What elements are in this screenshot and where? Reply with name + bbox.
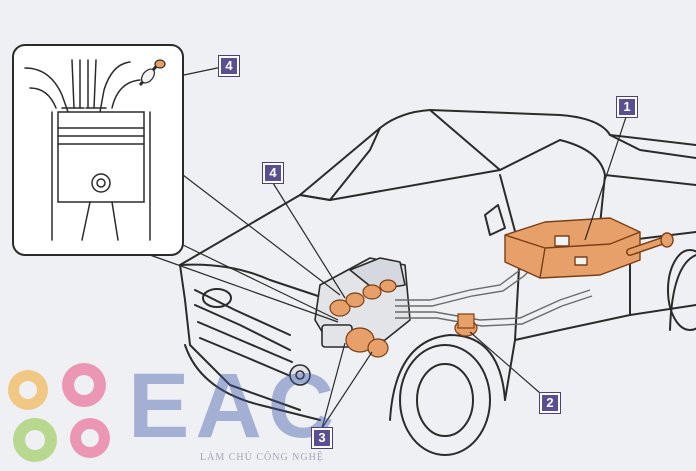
callout-1-fuel-tank: 1	[616, 96, 638, 118]
zoom-wedge	[149, 174, 341, 323]
truck-outline	[179, 109, 696, 456]
callout-3-fuel-rail: 3	[311, 427, 333, 449]
fuel-rail-and-injectors	[329, 279, 397, 358]
callout-4-engine-injector: 4	[262, 162, 284, 184]
watermark-text: EAC	[128, 355, 341, 457]
callout-4-inset-injector: 4	[218, 55, 240, 77]
watermark-logo	[8, 363, 110, 462]
fuel-tank	[504, 217, 674, 279]
callout-2-fuel-filter: 2	[539, 392, 561, 414]
inset-cylinder	[12, 44, 184, 256]
watermark-tagline: LÀM CHỦ CÔNG NGHỆ	[200, 452, 324, 463]
fuel-filter	[454, 313, 478, 337]
